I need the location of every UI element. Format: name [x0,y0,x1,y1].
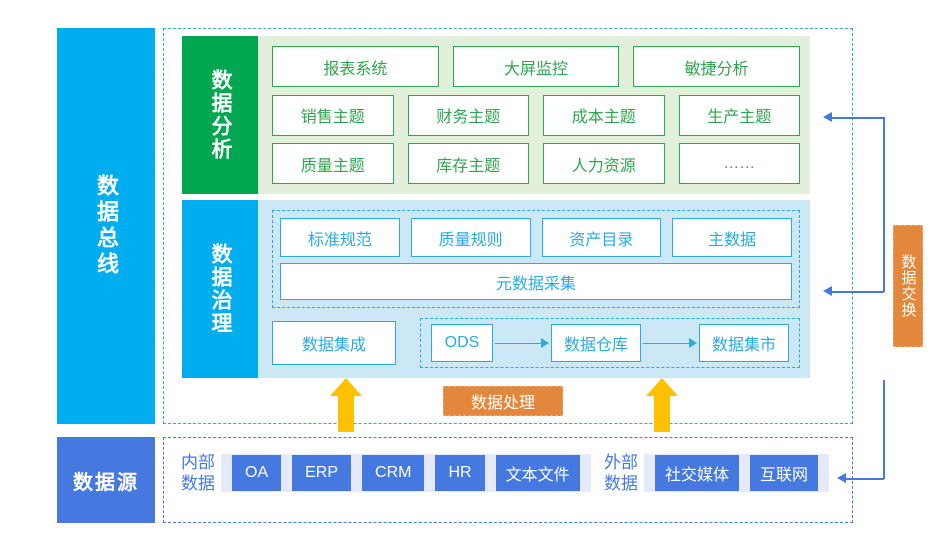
metadata-collection-box[interactable]: 元数据采集 [280,263,792,300]
analysis-item[interactable]: 人力资源 [543,143,665,184]
analysis-item[interactable]: 生产主题 [678,94,800,136]
governance-asset-item[interactable]: 标准规范 [280,218,400,257]
governance-pipeline-row: 数据集成 ODS 数据仓库 数据集市 [272,318,800,368]
analysis-item[interactable]: 库存主题 [407,143,529,184]
governance-asset-item[interactable]: 资产目录 [541,218,662,257]
data-source-bar: 数据源 [57,437,155,523]
upper-dashed-container [163,28,853,424]
data-analysis-label: 数据分析 [209,69,232,161]
data-source-chip-crm[interactable]: CRM [362,455,425,491]
data-source-chip-erp[interactable]: ERP [292,455,352,491]
connector-line-horizontal-analysis [832,117,884,119]
data-analysis-panel: 数据分析 报表系统 大屏监控 敏捷分析 销售主题 财务主题 成本主题 生产主题 … [182,36,810,194]
analysis-item[interactable]: …… [678,143,800,184]
flow-arrow-right-icon [643,337,697,349]
data-governance-panel: 数据治理 标准规范 质量规则 资产目录 主数据 元数据采集 数据集成 ODS 数… [182,200,810,378]
analysis-item[interactable]: 财务主题 [407,94,529,136]
data-source-chip-text-file[interactable]: 文本文件 [495,455,580,491]
governance-assets-group: 标准规范 质量规则 资产目录 主数据 元数据采集 [272,210,800,308]
up-arrow-right-icon [646,378,678,432]
pipeline-node-ods[interactable]: ODS [431,324,493,362]
internal-data-label: 内部 数据 [181,453,215,493]
analysis-item[interactable]: 质量主题 [272,143,394,184]
warehouse-pipeline-group: ODS 数据仓库 数据集市 [420,318,800,368]
data-source-chip-internet[interactable]: 互联网 [750,455,819,491]
external-data-label: 外部 数据 [604,453,638,493]
analysis-item[interactable]: 成本主题 [543,94,665,136]
data-processing-label: 数据处理 [470,395,535,412]
data-source-chip-hr[interactable]: HR [435,455,485,491]
data-exchange-label: 数据交换 [899,254,917,318]
analysis-row-3: 质量主题 库存主题 人力资源 …… [272,143,800,184]
connector-arrow-analysis-icon [823,112,832,122]
connector-line-horizontal-source [846,478,884,480]
data-governance-label: 数据治理 [209,243,232,335]
analysis-row-2: 销售主题 财务主题 成本主题 生产主题 [272,94,800,136]
pipeline-node-mart[interactable]: 数据集市 [698,324,789,362]
data-source-chip-oa[interactable]: OA [232,455,282,491]
data-source-label: 数据源 [73,471,139,494]
governance-asset-item[interactable]: 质量规则 [410,218,531,257]
analysis-item[interactable]: 销售主题 [272,94,394,136]
data-processing-tag: 数据处理 [443,386,563,416]
analysis-row-1: 报表系统 大屏监控 敏捷分析 [272,46,801,87]
analysis-item[interactable]: 报表系统 [272,46,439,87]
connector-line-vertical-lower [883,380,885,479]
connector-arrow-source-icon [837,473,846,483]
internal-data-chips: OA ERP CRM HR 文本文件 [221,454,591,492]
external-data-group: 外部 数据 社交媒体 互联网 [598,452,830,494]
data-bus-label: 数据总线 [94,174,119,278]
connector-line-vertical-upper [883,117,885,292]
flow-arrow-right-icon [495,337,549,349]
external-data-chips: 社交媒体 互联网 [644,454,830,492]
connector-arrow-governance-icon [823,286,832,296]
lower-dashed-container [163,437,853,523]
data-governance-label-block: 数据治理 [182,200,258,378]
governance-asset-item[interactable]: 主数据 [672,218,792,257]
data-analysis-rows: 报表系统 大屏监控 敏捷分析 销售主题 财务主题 成本主题 生产主题 质量主题 … [272,46,801,184]
data-integration-box[interactable]: 数据集成 [272,321,396,365]
data-analysis-label-block: 数据分析 [182,36,258,194]
data-exchange-tag: 数据交换 [893,225,923,347]
governance-assets-row: 标准规范 质量规则 资产目录 主数据 [280,218,792,257]
data-bus-bar: 数据总线 [57,28,155,424]
up-arrow-left-icon [330,378,362,432]
analysis-item[interactable]: 大屏监控 [452,46,620,87]
internal-data-group: 内部 数据 OA ERP CRM HR 文本文件 [175,452,591,494]
pipeline-node-warehouse[interactable]: 数据仓库 [550,324,641,362]
connector-line-horizontal-governance [832,291,884,293]
analysis-item[interactable]: 敏捷分析 [633,46,801,87]
data-source-chip-social-media[interactable]: 社交媒体 [655,455,740,491]
